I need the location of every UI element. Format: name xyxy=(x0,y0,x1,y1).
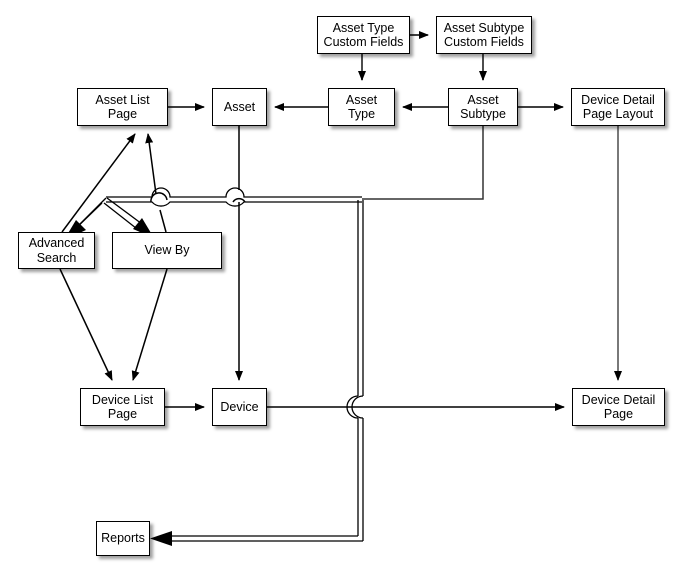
edge-trunk-top-rail xyxy=(106,187,362,198)
node-device[interactable]: Device xyxy=(212,388,267,426)
node-device-list-page[interactable]: Device List Page xyxy=(80,388,165,426)
edge-advanced-search-to-alp xyxy=(61,133,136,233)
node-asset-type[interactable]: Asset Type xyxy=(328,88,395,126)
node-asset-list-page[interactable]: Asset List Page xyxy=(77,88,168,126)
edge-trunk-hop-right xyxy=(351,395,364,419)
node-device-detail-page[interactable]: Device Detail Page xyxy=(572,388,665,426)
node-asset-subtype[interactable]: Asset Subtype xyxy=(448,88,518,126)
node-asset-type-custom-fields[interactable]: Asset Type Custom Fields xyxy=(317,16,410,54)
edge-advanced-search-to-dlp xyxy=(59,268,113,381)
node-asset-subtype-custom-fields[interactable]: Asset Subtype Custom Fields xyxy=(436,16,532,54)
node-device-detail-page-layout[interactable]: Device Detail Page Layout xyxy=(571,88,665,126)
node-reports[interactable]: Reports xyxy=(96,521,150,556)
edge-trunk-to-reports-arrow xyxy=(150,531,172,546)
node-view-by[interactable]: View By xyxy=(112,232,222,269)
edge-trunk-hop-left xyxy=(346,395,359,419)
edge-asset-subtype-branch xyxy=(362,126,484,200)
edge-view-by-to-dlp xyxy=(131,268,168,381)
edge-trunk-bottom-rail xyxy=(106,201,362,207)
node-advanced-search[interactable]: Advanced Search xyxy=(18,232,95,269)
edge-view-by-to-alp xyxy=(148,134,167,233)
edge-asset-to-device-hop xyxy=(232,197,246,203)
node-asset[interactable]: Asset xyxy=(212,88,267,126)
edge-view-by-to-alp-hop xyxy=(150,192,168,203)
